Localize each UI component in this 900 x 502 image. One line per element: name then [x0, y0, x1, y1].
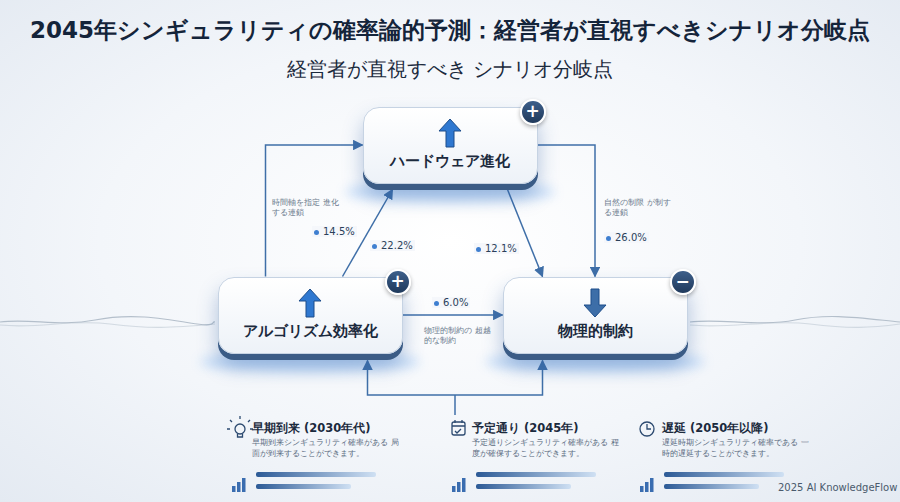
bulb-icon — [227, 416, 253, 437]
wave-lines — [0, 316, 900, 327]
scenario-heading: 予定通り (2045年) — [472, 421, 579, 436]
arrow-icon — [438, 118, 462, 148]
node-text: ハードウェア進化 — [386, 152, 515, 171]
bar — [664, 472, 784, 477]
node-text: 物理的制約 — [526, 322, 665, 341]
bar — [650, 478, 654, 492]
scenario-box: アルゴリズム効率化+ — [218, 277, 403, 354]
calendar-icon — [452, 420, 465, 435]
scenario-note: 予定通りシンギュラリティ確率がある 程度が確保することができます。 — [472, 438, 622, 460]
connector — [266, 145, 363, 277]
connector — [508, 190, 543, 277]
bar — [256, 472, 376, 477]
edge-probability: 26.0% — [604, 232, 649, 243]
note: 自然の制限 が制する連鎖 — [604, 198, 676, 219]
watermark: 2025 AI KnowledgeFlow — [778, 482, 897, 493]
scenario-heading: 早期到来 (2030年代) — [252, 421, 371, 436]
title: 2045年シンギュラリティの確率論的予測：経営者が直視すべきシナリオ分岐点 — [0, 15, 900, 46]
scenario-note: 早期到来シンギュラリティ確率がある 局面が到来することができます。 — [252, 438, 402, 460]
edge-probability: 6.0% — [432, 297, 470, 308]
merge-stem — [454, 395, 456, 415]
bar — [256, 484, 351, 489]
bar-graphics — [232, 472, 784, 492]
arrow-icon — [298, 288, 322, 318]
clock-icon — [640, 422, 654, 436]
probability: 14.5% — [312, 226, 357, 237]
note: 時間軸を指定 進化する連鎖 — [272, 198, 344, 219]
node-text: アルゴリズム効率化 — [241, 322, 380, 341]
sign-badge: + — [520, 99, 546, 125]
bar — [476, 484, 571, 489]
glow — [200, 182, 705, 372]
scenario-box: ハードウェア進化+ — [363, 107, 538, 184]
bar — [457, 482, 461, 492]
edge-probability: 12.1% — [474, 243, 519, 254]
node-text: − — [675, 273, 689, 290]
edge-probability: 22.2% — [370, 240, 415, 251]
bar — [462, 478, 466, 492]
scenario-note: 遅延時期シンギュラリティ確率である 一時的遅延することができます。 — [662, 438, 812, 460]
connector — [403, 314, 503, 316]
bar — [476, 472, 596, 477]
sign-badge: − — [670, 269, 696, 295]
arrow-icon — [583, 288, 607, 318]
subtitle: 経営者が直視すべき シナリオ分岐点 — [0, 56, 900, 83]
connector — [368, 361, 543, 396]
bar — [242, 478, 246, 492]
scenario-heading: 遅延 (2050年以降) — [662, 421, 769, 436]
bar — [237, 482, 241, 492]
bar — [452, 486, 456, 492]
node-text: + — [525, 103, 539, 120]
note: 物理的制約の 超越的な制約 — [424, 326, 496, 347]
bar — [232, 486, 236, 492]
sign-badge: + — [385, 269, 411, 295]
connector — [538, 145, 596, 277]
bar — [645, 482, 649, 492]
bar — [664, 484, 759, 489]
bar — [640, 486, 644, 492]
scenario-box: 物理的制約− — [503, 277, 688, 354]
node-text: + — [390, 273, 404, 290]
